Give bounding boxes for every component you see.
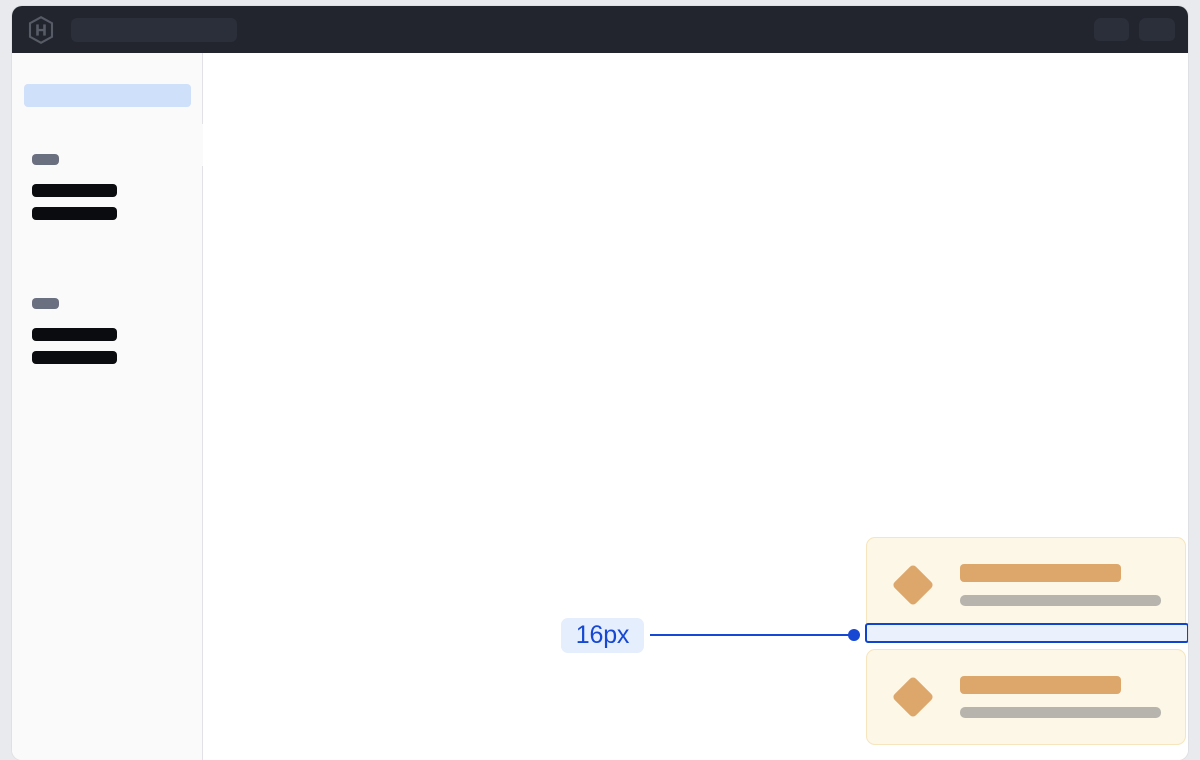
card-item[interactable] xyxy=(866,537,1186,633)
diamond-icon xyxy=(891,675,935,719)
measurement-anchor-dot xyxy=(848,629,860,641)
card-text-block xyxy=(960,676,1161,718)
sidebar-item-2-1[interactable] xyxy=(32,328,117,341)
search-input[interactable] xyxy=(71,17,237,42)
sidebar-item-2-2[interactable] xyxy=(32,351,117,364)
sidebar-item-1-1[interactable] xyxy=(32,184,117,197)
sidebar-item-1-2[interactable] xyxy=(32,207,117,220)
main-content-area: 16px xyxy=(203,53,1188,760)
sidebar-group-2 xyxy=(32,298,117,364)
measurement-value-label: 16px xyxy=(561,618,644,653)
sidebar-group-1-label xyxy=(32,154,59,165)
sidebar-item-selected[interactable] xyxy=(24,84,191,107)
card-subtitle xyxy=(960,595,1161,606)
card-title xyxy=(960,564,1121,582)
topbar-right-actions xyxy=(1094,18,1175,41)
measurement-highlight-box xyxy=(865,623,1188,643)
card-text-block xyxy=(960,564,1161,606)
card-subtitle xyxy=(960,707,1161,718)
sidebar xyxy=(12,53,216,760)
hashicorp-hexagon-logo-icon[interactable] xyxy=(28,15,54,44)
card-title xyxy=(960,676,1121,694)
card-item[interactable] xyxy=(866,649,1186,745)
help-menu-placeholder[interactable] xyxy=(1139,18,1175,41)
top-navigation-bar xyxy=(12,6,1188,53)
sidebar-group-2-label xyxy=(32,298,59,309)
app-window: 16px xyxy=(12,6,1188,760)
sidebar-group-1 xyxy=(32,154,117,220)
account-menu-placeholder[interactable] xyxy=(1094,18,1129,41)
measurement-leader-line xyxy=(650,634,854,636)
diamond-icon xyxy=(891,563,935,607)
